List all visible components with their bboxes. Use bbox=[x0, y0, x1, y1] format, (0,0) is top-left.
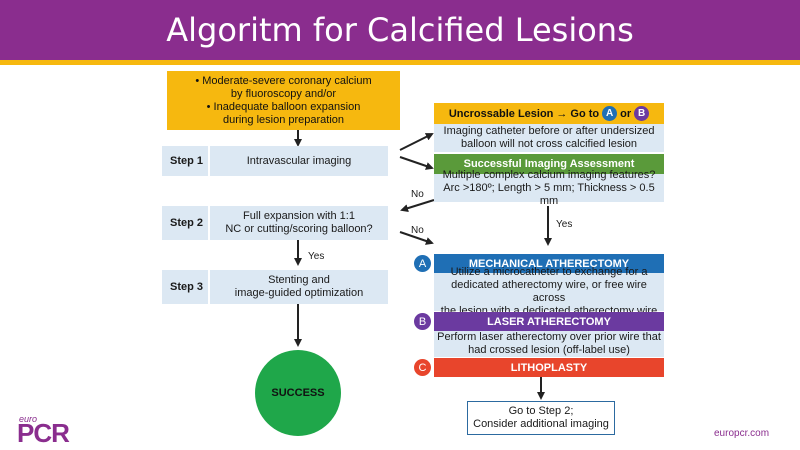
option-a-desc-2: dedicated atherectomy wire, or free wire… bbox=[451, 279, 647, 304]
footer-url: europcr.com bbox=[714, 428, 770, 439]
step-3-text-2: image-guided optimization bbox=[234, 287, 364, 299]
assessment-desc-1: Multiple complex calcium imaging feature… bbox=[442, 168, 656, 181]
step-2-box: Full expansion with 1:1 NC or cutting/sc… bbox=[210, 206, 388, 240]
option-b-desc-1: Perform laser atherectomy over prior wir… bbox=[437, 331, 661, 343]
success-circle: SUCCESS bbox=[255, 350, 341, 436]
option-a-badge-icon: A bbox=[414, 255, 431, 272]
final-line-1: Go to Step 2; bbox=[508, 405, 574, 417]
indication-line-2: by fluoroscopy and/or bbox=[230, 87, 337, 100]
uncrossable-desc-1: Imaging catheter before or after undersi… bbox=[443, 125, 655, 137]
label-yes-1: Yes bbox=[556, 219, 573, 230]
indication-line-4: during lesion preparation bbox=[222, 113, 345, 126]
label-no-2: No bbox=[411, 225, 424, 236]
option-a-desc-box: Utilize a microcatheter to exchange for … bbox=[434, 266, 664, 317]
indication-line-3: • Inadequate balloon expansion bbox=[206, 100, 361, 113]
header-accent-line bbox=[0, 60, 800, 65]
option-a-desc-1: Utilize a microcatheter to exchange for … bbox=[450, 266, 648, 278]
step-3-box: Stenting and image-guided optimization bbox=[210, 270, 388, 304]
option-a-header: MECHANICAL ATHERECTOMY bbox=[434, 254, 664, 273]
option-b-desc-2: had crossed lesion (off-label use) bbox=[468, 344, 630, 356]
step-1-label: Step 1 bbox=[162, 146, 208, 176]
uncrossable-goto: Go to bbox=[570, 107, 600, 120]
label-no-1: No bbox=[411, 189, 424, 200]
uncrossable-title: Uncrossable Lesion bbox=[448, 107, 554, 120]
final-line-2: Consider additional imaging bbox=[473, 418, 609, 430]
final-box: Go to Step 2; Consider additional imagin… bbox=[467, 401, 615, 435]
badge-a-icon: A bbox=[602, 106, 618, 121]
pcr-logo: PCR bbox=[17, 418, 70, 448]
arrow-right-icon: → bbox=[556, 107, 568, 120]
header-bar bbox=[0, 0, 800, 60]
step-2-text-1: Full expansion with 1:1 bbox=[243, 210, 355, 222]
assessment-desc-2: Arc >180º; Length > 5 mm; Thickness > 0.… bbox=[443, 181, 655, 207]
step-1-text: Intravascular imaging bbox=[246, 154, 352, 167]
option-c-header: LITHOPLASTY bbox=[434, 358, 664, 377]
option-b-desc-box: Perform laser atherectomy over prior wir… bbox=[434, 331, 664, 357]
option-b-badge-icon: B bbox=[414, 313, 431, 330]
uncrossable-or: or bbox=[620, 107, 632, 120]
step-3-label: Step 3 bbox=[162, 270, 208, 304]
option-c-badge-icon: C bbox=[414, 359, 431, 376]
step-3-text-1: Stenting and bbox=[268, 274, 330, 286]
uncrossable-desc-2: balloon will not cross calcified lesion bbox=[460, 138, 638, 150]
step-2-text-2: NC or cutting/scoring balloon? bbox=[225, 223, 373, 235]
page-title: Algoritm for Calcified Lesions bbox=[166, 11, 634, 49]
step-1-box: Intravascular imaging bbox=[210, 146, 388, 176]
label-yes-2: Yes bbox=[308, 251, 325, 262]
indications-box: • Moderate-severe coronary calcium by fl… bbox=[167, 71, 400, 130]
uncrossable-header: Uncrossable Lesion → Go to A or B bbox=[434, 103, 664, 124]
badge-b-icon: B bbox=[634, 106, 650, 121]
indication-line-1: • Moderate-severe coronary calcium bbox=[195, 74, 372, 87]
option-b-header: LASER ATHERECTOMY bbox=[434, 312, 664, 331]
assessment-desc-box: Multiple complex calcium imaging feature… bbox=[434, 169, 664, 207]
logo-euro-text: euro bbox=[19, 414, 38, 424]
step-2-label: Step 2 bbox=[162, 206, 208, 240]
uncrossable-desc-box: Imaging catheter before or after undersi… bbox=[434, 124, 664, 152]
assessment-header: Successful Imaging Assessment bbox=[434, 154, 664, 174]
